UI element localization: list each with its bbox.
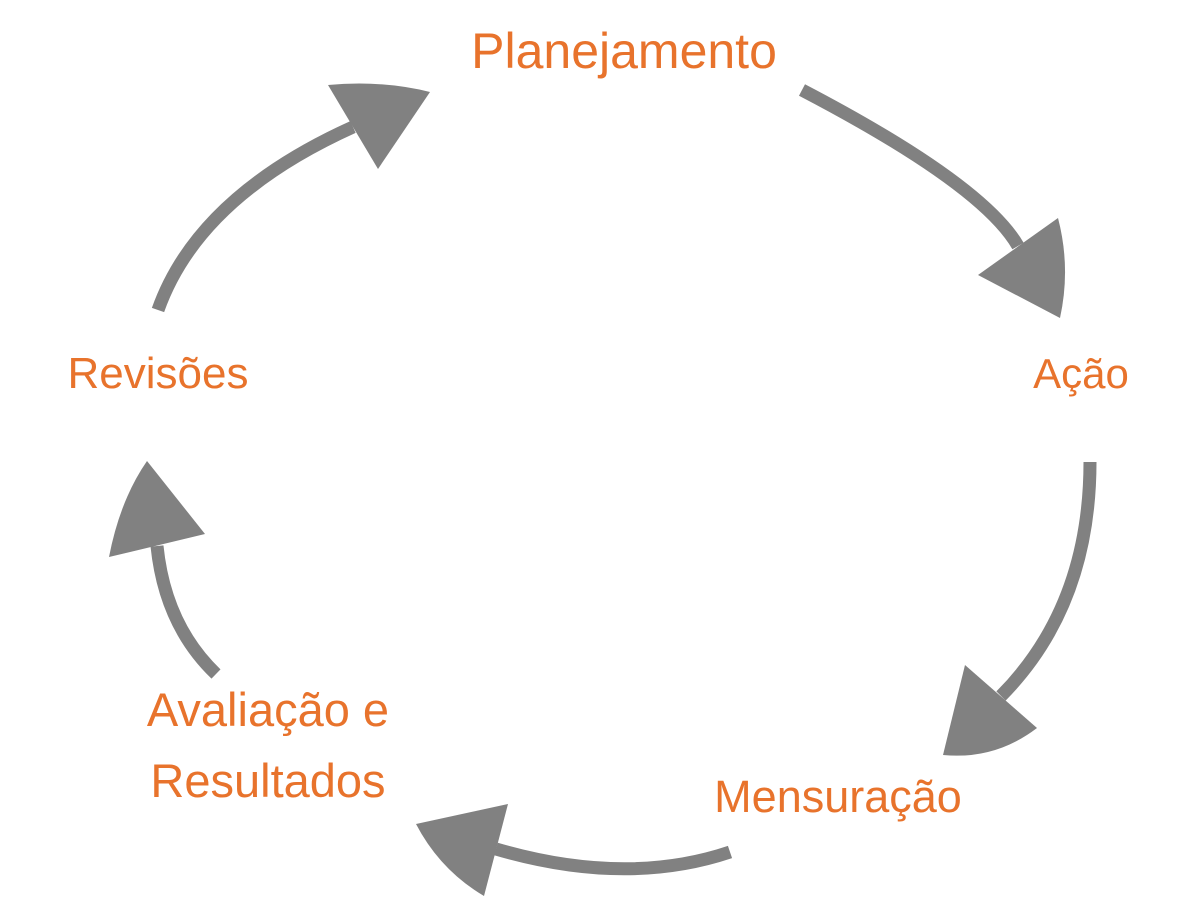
cycle-step-mensuracao: Mensuração xyxy=(714,771,962,822)
cycle-step-avaliacao-resultados: Avaliação e Resultados xyxy=(146,683,390,807)
cycle-step-planejamento: Planejamento xyxy=(471,23,777,79)
cycle-step-acao: Ação xyxy=(1033,350,1129,397)
arrow-mensuracao-to-avaliacao xyxy=(416,804,733,896)
arrow-acao-to-mensuracao xyxy=(943,461,1097,756)
arrow-revisoes-to-planejamento xyxy=(151,83,430,313)
arrow-planejamento-to-acao xyxy=(798,84,1066,318)
arrow-avaliacao-to-revisoes xyxy=(109,461,221,679)
cycle-step-revisoes: Revisões xyxy=(67,349,249,398)
